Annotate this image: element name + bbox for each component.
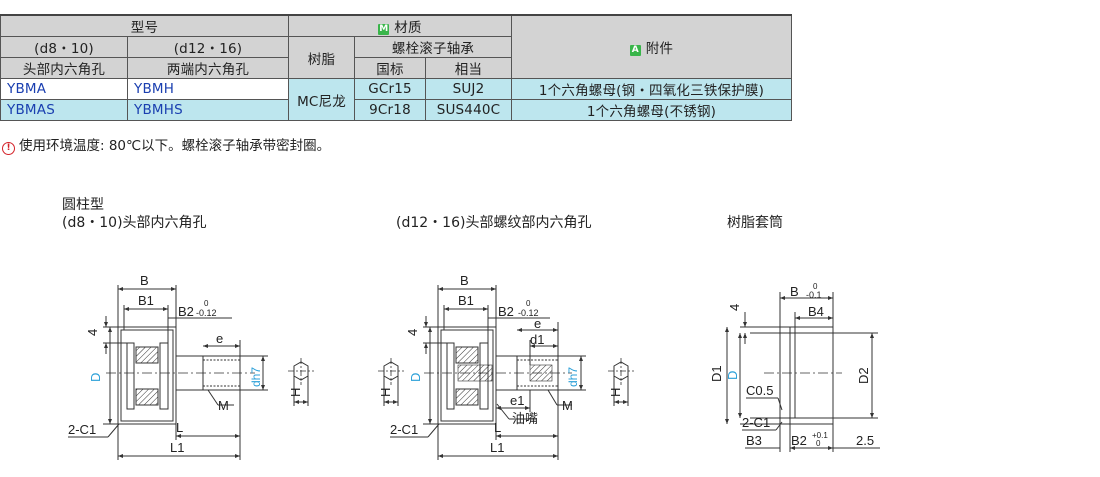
dim-label-d: D <box>88 373 103 382</box>
gb-cell: 9Cr18 <box>354 99 426 121</box>
dim-label: 2-C1 <box>68 422 96 437</box>
dim-label: B2 <box>498 304 514 319</box>
left-drawing <box>68 285 314 460</box>
dim-label: +0.1 <box>812 431 828 440</box>
right-drawing <box>725 292 880 452</box>
accessory-cell: 1个六角螺母(钢・四氧化三铁保护膜) <box>511 78 792 100</box>
header-model: 型号 <box>0 14 289 37</box>
dim-label: 4 <box>405 329 420 336</box>
dim-label: d1 <box>530 332 544 347</box>
dim-label: H <box>608 388 623 397</box>
dim-label: e <box>534 316 541 331</box>
header-d-small: (d8・10) <box>0 36 128 58</box>
left-drawing-title-2: (d8・10)头部内六角孔 <box>62 215 207 231</box>
dim-label: B <box>140 273 149 288</box>
dim-label: B1 <box>458 293 474 308</box>
dim-label: L <box>494 420 501 435</box>
dim-label: -0.1 <box>806 290 822 300</box>
dim-label: B1 <box>138 293 154 308</box>
usage-note: ! 使用环境温度: 80℃以下。螺栓滚子轴承带密封圈。 <box>2 134 330 155</box>
middle-drawing-labels: B B1 B2 0 -0.12 4 D e d1 e1 油嘴 dh7 M H H… <box>378 273 623 455</box>
right-drawing-title: 树脂套筒 <box>727 215 783 231</box>
header-material: M 材质 <box>288 14 512 37</box>
dim-label-d: D <box>408 373 423 382</box>
warning-circle-icon: ! <box>2 142 15 155</box>
oil-nozzle-label: 油嘴 <box>512 411 538 426</box>
header-national-std: 国标 <box>354 57 426 79</box>
model-a-cell: YBMAS <box>0 99 128 121</box>
dim-label: 2-C1 <box>390 422 418 437</box>
dim-label: B <box>460 273 469 288</box>
middle-drawing-title: (d12・16)头部螺纹部内六角孔 <box>396 215 592 231</box>
header-accessory: A 附件 <box>511 14 792 79</box>
header-material-label: 材质 <box>394 20 422 36</box>
eq-cell: SUS440C <box>425 99 512 121</box>
dim-label: H <box>288 388 303 397</box>
dim-label: B3 <box>746 433 762 448</box>
header-resin: 树脂 <box>288 36 355 79</box>
dim-label: -0.12 <box>196 308 217 318</box>
table-row: YBMA YBMH MC尼龙 GCr15 SUJ2 1个六角螺母(钢・四氧化三铁… <box>0 78 792 121</box>
dim-label-dh7: dh7 <box>249 367 263 387</box>
left-drawing-title-1: 圆柱型 <box>62 197 104 213</box>
dim-label: 0 <box>526 299 531 308</box>
dim-label: B4 <box>808 304 824 319</box>
dim-label: L1 <box>490 440 504 455</box>
header-accessory-label: 附件 <box>645 41 674 57</box>
dim-label: 0 <box>813 282 818 291</box>
resin-cell: MC尼龙 <box>288 78 355 121</box>
dim-label: 0 <box>816 439 821 448</box>
dim-label: M <box>562 398 573 413</box>
dim-label: L1 <box>170 440 184 455</box>
spec-table: 型号 M 材质 A 附件 (d8・10) (d12・16) 树脂 螺栓滚子轴承 头部… <box>0 14 792 121</box>
dim-label: B <box>790 284 799 299</box>
dim-label-d1: D1 <box>709 365 724 382</box>
right-drawing-labels: B 0 -0.1 B4 4 D1 D D2 C0.5 2-C1 B3 B2 +0… <box>709 282 874 448</box>
header-bearing: 螺栓滚子轴承 <box>354 36 512 58</box>
dim-label: L <box>176 420 183 435</box>
usage-note-text: 使用环境温度: 80℃以下。螺栓滚子轴承带密封圈。 <box>19 138 331 154</box>
dim-label: 4 <box>85 329 100 336</box>
dim-label: H <box>378 388 393 397</box>
dim-label: -0.12 <box>518 308 539 318</box>
accessory-cell: 1个六角螺母(不锈钢) <box>511 99 792 121</box>
dim-label-d2: D2 <box>856 367 871 384</box>
table-row: YBMAS YBMHS 9Cr18 SUS440C 1个六角螺母(不锈钢) <box>0 99 792 121</box>
dim-label: e <box>216 331 223 346</box>
dim-label: B2 <box>791 433 807 448</box>
accessory-badge-icon: A <box>629 45 641 56</box>
dim-label: B2 <box>178 304 194 319</box>
dim-label: 4 <box>727 304 742 311</box>
gb-cell: GCr15 <box>354 78 426 100</box>
header-d-large: (d12・16) <box>127 36 289 58</box>
dim-label: e1 <box>510 393 524 408</box>
dim-label: M <box>218 398 229 413</box>
dim-label-dh7: dh7 <box>566 367 580 387</box>
dim-label: 2-C1 <box>742 415 770 430</box>
dim-label: 0 <box>204 299 209 308</box>
dim-label: C0.5 <box>746 383 773 398</box>
material-badge-icon: M <box>378 24 390 35</box>
model-b-cell: YBMHS <box>127 99 289 121</box>
dim-label: 2.5 <box>856 433 874 448</box>
dim-label-d: D <box>725 371 740 380</box>
header-hole-head: 头部内六角孔 <box>0 57 128 79</box>
left-drawing-labels: B B1 B2 0 -0.12 4 D e dh7 M H 2-C1 L L1 <box>68 273 303 455</box>
middle-drawing <box>378 285 634 460</box>
